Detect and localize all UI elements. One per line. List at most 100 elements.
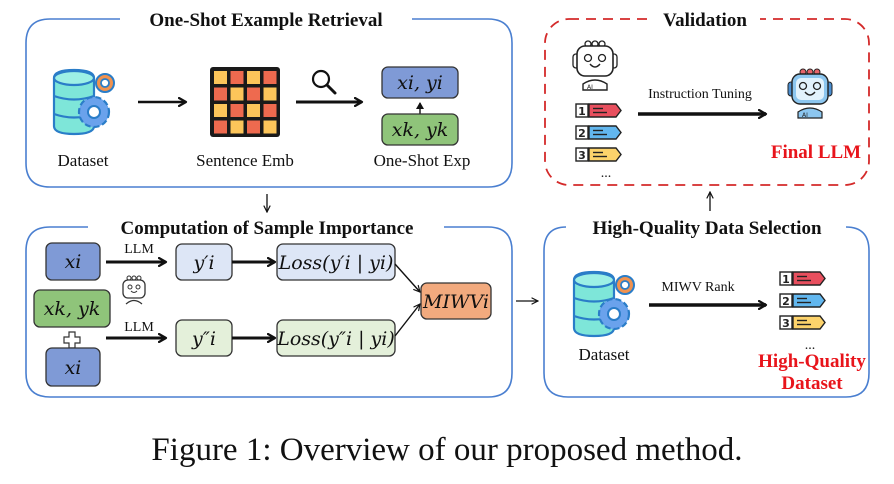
panel-title: Validation [663,10,747,31]
grid-cell [230,87,244,101]
output-y-prime-text: y′i [192,252,214,274]
robot-icon [122,275,146,305]
rank-label: MIWV Rank [661,280,734,295]
llm-label: LLM [124,320,154,335]
arrow [394,263,420,292]
rank-number: 3 [578,149,586,162]
loss-box-prime [276,243,396,281]
magnifier-icon [311,69,337,95]
rank-number-box [575,147,589,162]
rank-tag [588,147,622,162]
rank-tag [792,293,826,308]
rank-tag [792,271,826,286]
ranked-list-icon: 1 2 3 [779,271,826,330]
example-retrieved-text: xk, yk [392,119,449,141]
example-box-target [381,66,459,99]
output-label-line1: High-Quality [758,351,866,372]
grid-cell [263,87,277,101]
loss-double-prime-text: Loss(y″i | yi) [276,328,395,350]
grid-cell [214,71,227,84]
grid-cell [263,71,277,84]
arrow [394,304,420,337]
instruction-tuning-label: Instruction Tuning [648,87,752,102]
figure-caption: Figure 1: Overview of our proposed metho… [151,432,743,468]
panel-border [200,18,513,188]
grid-background [210,67,280,137]
output-y-double-prime-text: y″i [191,328,216,350]
panel-retrieval: One-Shot Example Retrieval Dataset Sente… [25,10,513,188]
loss-box-double-prime [276,319,396,357]
rank-number: 1 [578,105,586,118]
rank-number-box [779,293,793,308]
grid-cell [247,71,260,84]
input-box-pair [33,289,111,328]
ellipsis: ... [805,338,816,353]
rank-number-box [575,103,589,118]
panel-border [25,226,513,398]
rank-item: 3 [575,147,622,162]
grid-cell [247,120,260,134]
example-box-retrieved [381,113,459,146]
rank-item: 2 [779,293,826,308]
sentence-emb-label: Sentence Emb [196,151,294,170]
grid-cell [214,104,227,117]
database-gear-icon [52,68,115,136]
grid-cell [230,104,244,117]
rank-number-box [779,271,793,286]
output-label-line2: Dataset [781,373,843,394]
loss-prime-text: Loss(y′i | yi) [278,252,394,274]
rank-item: 1 [779,271,826,286]
input-xi-second-text: xi [65,357,82,379]
grid-cell [247,87,260,101]
grid-cell [214,87,227,101]
input-box-xi-second [45,347,101,387]
ellipsis: ... [601,166,612,181]
title-backdrop [650,8,760,30]
miwv-score-text: MIWVi [422,291,489,313]
miwv-score-box [420,282,492,320]
panel-title: One-Shot Example Retrieval [149,10,382,31]
grid-cell [263,104,277,117]
rank-item: 2 [575,125,622,140]
database-gear-icon [572,270,635,338]
dataset-label: Dataset [579,345,630,364]
input-box-xi [45,242,101,281]
rank-number: 1 [782,273,790,286]
plus-icon [63,331,81,349]
final-llm-label: Final LLM [771,142,861,163]
panel-border [25,18,200,188]
final-llm-robot-icon: AI [787,68,833,119]
input-pair-text: xk, yk [44,298,101,320]
panel-computation: Computation of Sample Importance xi xk, … [25,218,513,398]
dataset-label: Dataset [58,151,109,170]
rank-number-box [779,315,793,330]
base-llm-robot-icon: AI [572,40,618,91]
rank-tag [588,103,622,118]
input-xi-text: xi [65,251,82,273]
panel-border [543,226,870,398]
panel-validation: Validation AI 1 2 3 ... Instruction Tuning [544,8,870,186]
llm-label: LLM [124,242,154,257]
grid-cell [247,104,260,117]
example-target-text: xi, yi [397,72,443,94]
rank-item: 3 [779,315,826,330]
grid-cell [230,71,244,84]
sentence-embedding-grid-icon [210,67,280,137]
rank-number: 2 [578,127,586,140]
rank-number-box [575,125,589,140]
panel-title: Computation of Sample Importance [121,218,414,239]
grid-cell [230,120,244,134]
grid-cell [214,120,227,134]
panel-title: High-Quality Data Selection [592,218,821,239]
panel-selection: High-Quality Data Selection Dataset MIWV… [543,218,870,398]
rank-number: 2 [782,295,790,308]
rank-tag [792,315,826,330]
rank-item: 1 [575,103,622,118]
svg-text:AI: AI [802,112,808,119]
ranked-list-icon: 1 2 3 [575,103,622,162]
grid-cell [263,120,277,134]
rank-tag [588,125,622,140]
rank-number: 3 [782,317,790,330]
one-shot-exp-label: One-Shot Exp [374,151,471,170]
